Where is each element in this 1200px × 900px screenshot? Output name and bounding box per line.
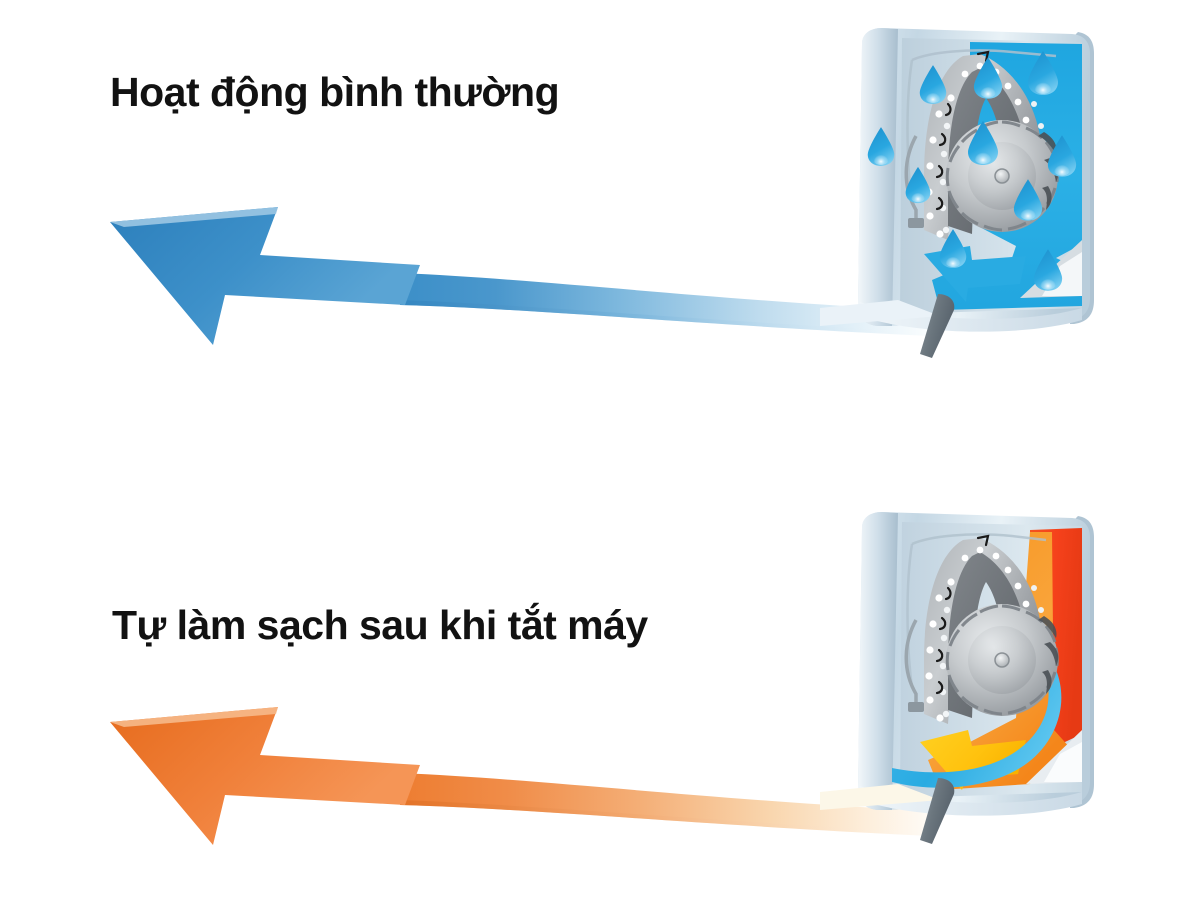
arrow-orange-tail-shadow — [400, 800, 930, 836]
arrow-orange-head — [110, 707, 420, 845]
cool-air-swirl — [892, 670, 1062, 788]
arrow-blue-tail — [400, 273, 930, 336]
indoor-unit-self-clean — [820, 512, 1094, 844]
airflow-arrow-blue — [110, 207, 930, 345]
arrow-blue-head-highlight — [110, 207, 278, 227]
unit-left-side — [858, 512, 898, 810]
outlet-flange-left — [820, 300, 940, 326]
sensor-wire — [904, 135, 918, 222]
blower-fan-wheel — [945, 120, 1059, 232]
blower-fan-wheel — [945, 604, 1059, 716]
airflow-arrow-orange — [110, 707, 930, 845]
chassis-outline-left — [906, 543, 914, 689]
arrow-orange-head-highlight — [110, 707, 278, 727]
coil-flow-marks — [935, 50, 990, 211]
panel-self-clean: Tự làm sạch sau khi tắt máy — [0, 450, 1200, 900]
chassis-outline — [911, 533, 1047, 546]
arrow-blue-tail-shadow — [400, 300, 930, 336]
hot-air-orange-region — [928, 532, 1072, 790]
chassis-outline — [911, 49, 1057, 62]
outlet-lip — [860, 302, 1082, 332]
caption-normal-operation: Hoạt động bình thường — [110, 69, 560, 115]
swing-louver-vane — [920, 778, 955, 844]
sensor-terminal — [908, 702, 924, 712]
arrow-orange-tail — [400, 773, 930, 836]
coil-flow-marks — [935, 534, 990, 695]
panel-normal-operation: Hoạt động bình thường — [110, 28, 1094, 358]
indoor-unit-cooling — [820, 28, 1094, 358]
caption-self-clean: Tự làm sạch sau khi tắt máy — [112, 602, 648, 648]
arrow-blue-head — [110, 207, 420, 345]
swing-louver-vane — [920, 294, 955, 358]
outlet-lip — [860, 786, 1082, 816]
sensor-terminal — [908, 218, 924, 228]
outlet-flange-left — [820, 784, 940, 810]
vent-wedge-highlight — [1044, 742, 1082, 782]
sensor-wire — [904, 619, 918, 706]
unit-left-side — [858, 28, 898, 326]
